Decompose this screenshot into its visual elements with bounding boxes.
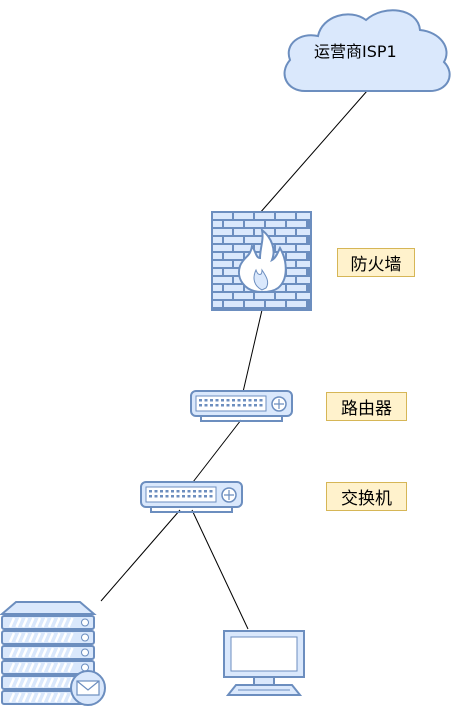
- mail-server-icon: [0, 601, 106, 706]
- link-switch-server: [100, 509, 181, 602]
- link-cloud-firewall: [258, 90, 368, 215]
- firewall-icon: [211, 211, 312, 311]
- switch-icon: [140, 481, 243, 513]
- firewall-label: 防火墙: [337, 248, 415, 277]
- link-router-switch: [192, 419, 242, 483]
- link-switch-monitor: [191, 509, 249, 630]
- link-firewall-router: [242, 309, 263, 393]
- cloud-label: 运营商ISP1: [314, 42, 397, 61]
- router-label: 路由器: [326, 392, 407, 421]
- switch-label: 交换机: [326, 482, 407, 511]
- monitor-icon: [223, 630, 305, 696]
- isp-cloud-icon: [283, 9, 451, 93]
- router-icon: [190, 390, 293, 422]
